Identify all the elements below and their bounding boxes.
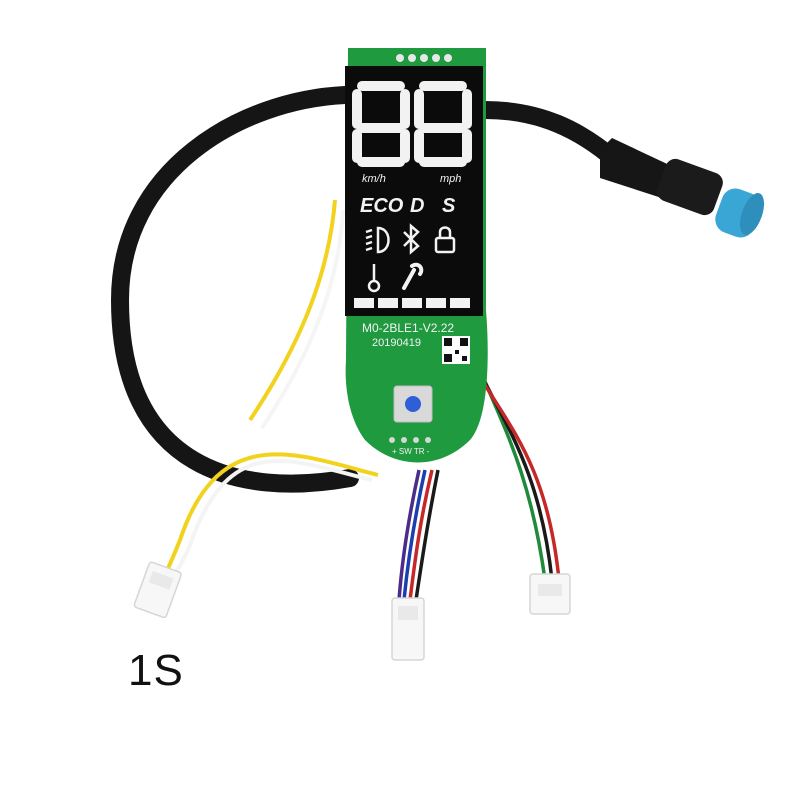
headlight-icon [365, 226, 390, 254]
main-cable-right [476, 101, 624, 169]
connector-middle [391, 597, 425, 661]
wire-red-mid [408, 469, 434, 601]
tactile-button [393, 385, 433, 423]
speed-digit-2 [414, 81, 472, 167]
solder-pads [389, 437, 431, 443]
thermometer-icon [367, 264, 381, 293]
wire-blue-mid [402, 469, 427, 601]
wire-white-up [260, 209, 345, 430]
mode-eco: ECO [360, 195, 404, 217]
board-date: 20190419 [372, 337, 421, 349]
battery-segment [378, 298, 398, 308]
unit-kmh: km/h [362, 173, 386, 185]
bluetooth-icon [403, 223, 420, 255]
header-pins [396, 54, 452, 62]
battery-segment [426, 298, 446, 308]
wire-black-mid [414, 469, 440, 601]
board-model: M0-2BLE1-V2.22 [362, 321, 454, 335]
battery-segment [354, 298, 374, 308]
pin-labels: + SW TR - [392, 447, 430, 456]
wire-red-right [480, 379, 561, 581]
qr-code [442, 336, 470, 364]
battery-segment [450, 298, 470, 308]
unit-mph: mph [440, 173, 461, 185]
main-cable [110, 86, 359, 493]
wire-yellow-up [248, 199, 337, 422]
wire-purple-mid [397, 469, 421, 601]
variant-label: 1S [128, 646, 184, 695]
wire-white [166, 459, 373, 584]
waterproof-connector [600, 138, 765, 238]
speed-digit-1 [352, 81, 410, 167]
connector-right [529, 573, 571, 615]
battery-bar [354, 298, 470, 308]
connector-left [133, 561, 182, 619]
wrench-icon [402, 262, 424, 290]
mode-d: D [410, 195, 424, 217]
battery-segment [402, 298, 422, 308]
lock-icon [434, 226, 456, 254]
mode-s: S [442, 195, 456, 217]
